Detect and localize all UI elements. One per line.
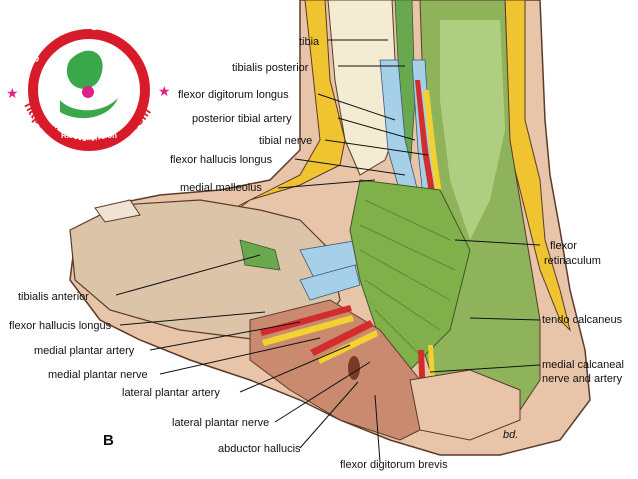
panel-letter: B [103, 432, 114, 449]
artist-signature: bd. [503, 429, 518, 441]
label-tibia: tibia [299, 36, 320, 48]
tibia-bone [327, 0, 401, 176]
label-lateral-plantar-artery: lateral plantar artery [122, 387, 220, 399]
retinaculum-fibers [359, 199, 456, 356]
label-medial-plantar-artery: medial plantar artery [34, 345, 135, 357]
star-icon-left: ★ [6, 87, 19, 102]
label-flexor-retinaculum-2: retinaculum [544, 255, 601, 267]
label-abductor-hallucis: abductor hallucis [218, 443, 301, 455]
label-posterior-tibial-artery: posterior tibial artery [192, 113, 292, 125]
label-lateral-plantar-nerve: lateral plantar nerve [172, 417, 269, 429]
label-tibialis-posterior: tibialis posterior [232, 62, 309, 74]
hand-icon [60, 98, 118, 119]
nerve-yellow [423, 90, 445, 216]
star-icon-right: ★ [158, 85, 171, 100]
label-flexor-hallucis-longus-top: flexor hallucis longus [170, 154, 273, 166]
plantar-nerve [262, 315, 354, 346]
lateral-plantar-nerve-line [318, 330, 378, 364]
leader-lines [115, 39, 541, 463]
calf-highlight [440, 20, 505, 240]
label-flexor-hallucis-longus-left: flexor hallucis longus [9, 320, 112, 332]
label-medial-plantar-nerve: medial plantar nerve [48, 369, 148, 381]
rx-foundation-logo: ....a global war aganist illness! https:… [6, 12, 171, 168]
leaf-icon [66, 50, 103, 89]
tendon-bundle-blue-2 [299, 264, 361, 301]
calcaneal-branch [348, 356, 360, 380]
label-medial-calcaneal-2: nerve and artery [542, 373, 623, 385]
label-tendo-calcaneus: tendo calcaneus [542, 314, 623, 326]
label-medial-malleolus: medial malleolus [180, 182, 262, 194]
fat-layer-front [229, 0, 346, 216]
artery-red [415, 80, 438, 212]
logo-org-name: Rx Foundation [61, 131, 117, 140]
lateral-plantar-vessels [310, 320, 374, 356]
label-flexor-digitorum-brevis: flexor digitorum brevis [340, 459, 448, 471]
fat-layer-back [504, 0, 571, 332]
label-medial-calcaneal-1: medial calcaneal [542, 359, 624, 371]
label-flexor-retinaculum-1: flexor [550, 240, 577, 252]
label-flexor-digitorum-longus: flexor digitorum longus [178, 89, 289, 101]
plantar-vessels [260, 305, 352, 336]
label-tibial-nerve: tibial nerve [259, 135, 312, 147]
toe-nail [94, 199, 141, 223]
label-tibialis-anterior: tibialis anterior [18, 291, 89, 303]
heel-pad [409, 369, 521, 441]
